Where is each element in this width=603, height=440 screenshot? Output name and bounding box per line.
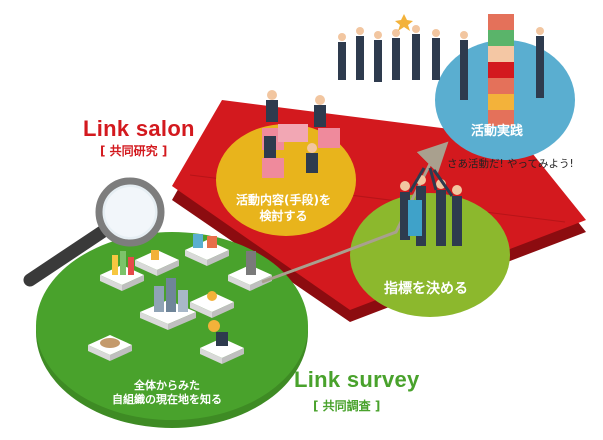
activity-tagline: さあ活動だ! やってみよう! [447,158,574,170]
progress-arrow [261,141,449,284]
circle-decide-indicators [350,193,510,317]
magnifier-icon [23,177,165,287]
meeting-people [262,90,340,178]
cheering-people [400,167,462,246]
link-survey-subtitle: [ 共同調査 ] [313,399,381,413]
activity-practice-label: 活動実践 [471,124,524,139]
current-position-label: 全体からみた 自組織の現在地を知る [112,379,222,407]
sparkle-icon [395,14,413,31]
block-tower [488,14,514,126]
link-salon-subtitle: [ 共同研究 ] [100,144,168,158]
link-salon-title: Link salon [83,116,195,141]
decide-indicators-label: 指標を決める [384,281,468,297]
circle-plan-means [216,124,356,236]
celebrating-people [338,14,544,126]
plan-means-label: 活動内容(手段)を 検討する [236,193,331,223]
link-survey-title: Link survey [294,367,420,392]
survey-mini-scenes [88,234,272,364]
